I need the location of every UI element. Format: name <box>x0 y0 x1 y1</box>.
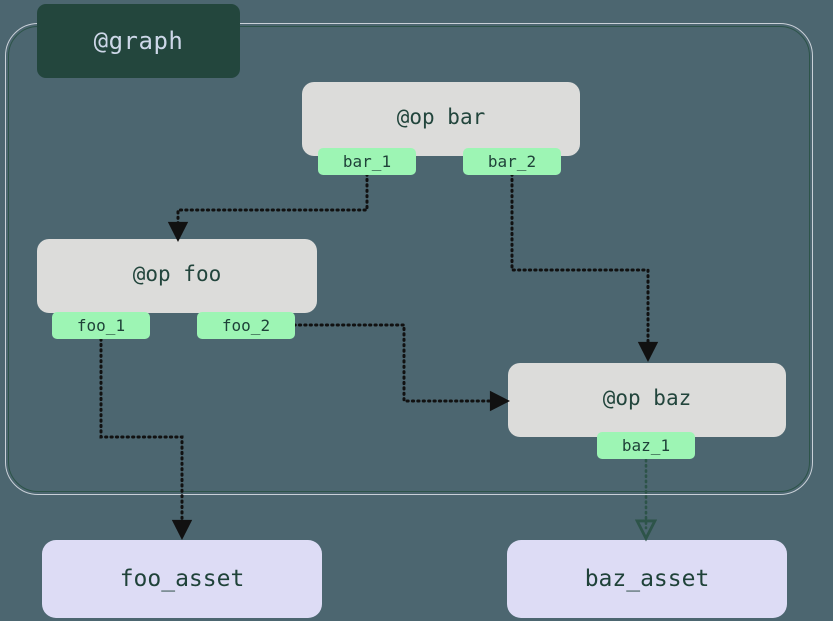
op-node-foo[interactable]: @op foo <box>37 239 317 313</box>
asset-node-baz-asset[interactable]: baz_asset <box>507 540 787 618</box>
graph-container-outline <box>5 23 813 495</box>
asset-node-foo-asset[interactable]: foo_asset <box>42 540 322 618</box>
op-node-baz-label: @op baz <box>602 386 692 410</box>
op-node-baz[interactable]: @op baz <box>508 363 786 437</box>
port-foo-1-label: foo_1 <box>76 316 126 335</box>
port-baz-1-label: baz_1 <box>621 436 671 455</box>
asset-node-foo-asset-label: foo_asset <box>119 566 245 592</box>
graph-container[interactable] <box>8 26 810 492</box>
op-node-foo-label: @op foo <box>132 262 222 286</box>
op-node-bar[interactable]: @op bar <box>302 82 580 156</box>
op-node-bar-label: @op bar <box>396 105 486 129</box>
port-bar-2[interactable]: bar_2 <box>463 148 561 175</box>
graph-title-chip[interactable]: @graph <box>37 4 240 78</box>
port-baz-1[interactable]: baz_1 <box>597 432 695 459</box>
port-bar-1-label: bar_1 <box>342 152 392 171</box>
asset-node-baz-asset-label: baz_asset <box>584 566 710 592</box>
graph-title-label: @graph <box>93 27 184 55</box>
port-bar-2-label: bar_2 <box>487 152 537 171</box>
port-bar-1[interactable]: bar_1 <box>318 148 416 175</box>
port-foo-1[interactable]: foo_1 <box>52 312 150 339</box>
port-foo-2-label: foo_2 <box>221 316 271 335</box>
port-foo-2[interactable]: foo_2 <box>197 312 295 339</box>
